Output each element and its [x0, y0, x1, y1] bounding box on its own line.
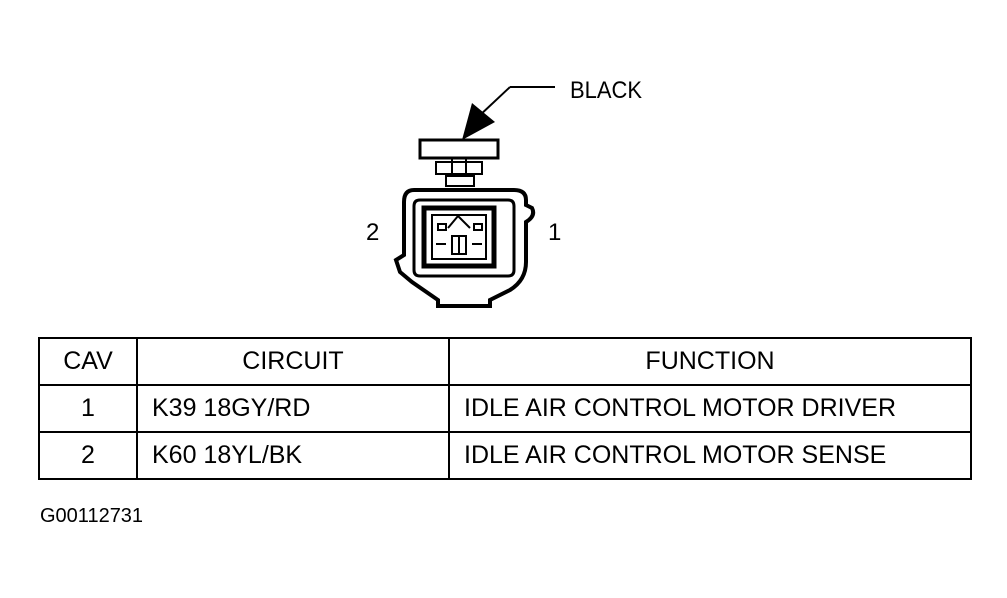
function-cell: IDLE AIR CONTROL MOTOR SENSE	[448, 431, 972, 480]
function-header: FUNCTION	[448, 337, 972, 386]
figure-id: G00112731	[40, 505, 144, 527]
circuit-cell: K39 18GY/RD	[136, 384, 450, 433]
pin-table: CAV CIRCUIT FUNCTION 1 K39 18GY/RD IDLE …	[38, 337, 972, 480]
pin-2-label: 2	[366, 219, 379, 246]
cav-header: CAV	[38, 337, 138, 386]
connector-body	[393, 138, 536, 308]
circuit-header: CIRCUIT	[136, 337, 450, 386]
circuit-cell: K60 18YL/BK	[136, 431, 450, 480]
connector-diagram: BLACK 2 1	[366, 77, 642, 308]
table-row: 2 K60 18YL/BK IDLE AIR CONTROL MOTOR SEN…	[38, 431, 972, 480]
cav-cell: 2	[38, 431, 138, 480]
connector-color-label: BLACK	[570, 77, 642, 104]
table-row: 1 K39 18GY/RD IDLE AIR CONTROL MOTOR DRI…	[38, 384, 972, 433]
pin-1-label: 1	[548, 219, 561, 246]
cav-cell: 1	[38, 384, 138, 433]
leader-arrow	[462, 86, 555, 140]
function-cell: IDLE AIR CONTROL MOTOR DRIVER	[448, 384, 972, 433]
table-header-row: CAV CIRCUIT FUNCTION	[38, 337, 972, 386]
